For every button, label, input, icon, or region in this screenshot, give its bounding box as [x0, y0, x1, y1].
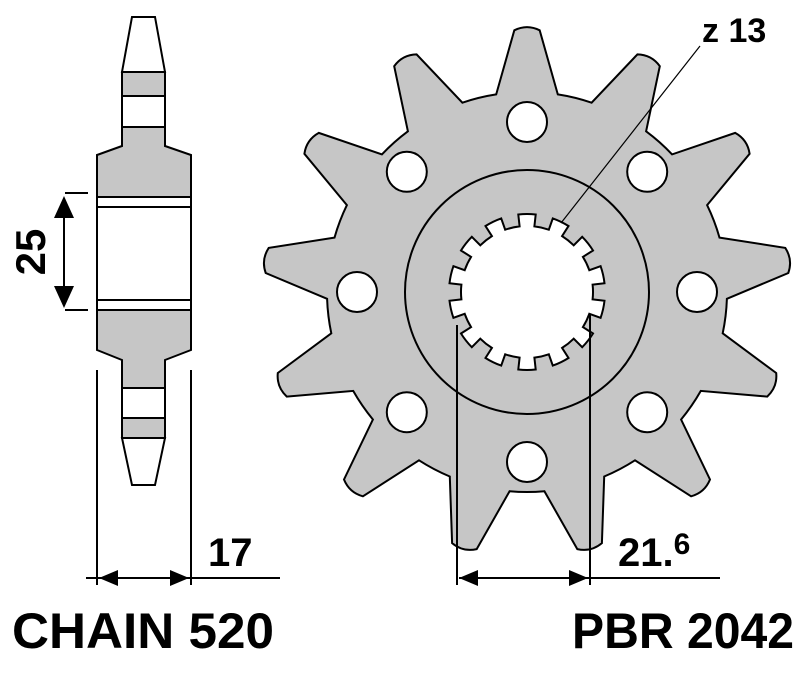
bolt-hole: [506, 441, 548, 483]
spline-dimension-value: 21.: [618, 531, 674, 575]
front-view: [262, 26, 792, 586]
spline-dimension-decimal: 6: [674, 528, 691, 561]
part-number: PBR 2042: [572, 603, 794, 659]
hub-width-label: 25: [7, 229, 54, 276]
bolt-hole: [626, 150, 669, 193]
bolt-hole: [385, 391, 428, 434]
bolt-hole: [676, 271, 718, 313]
spline-dimension-label: 21.6: [618, 528, 690, 575]
bolt-holes: [336, 101, 718, 483]
hub-circle: [404, 169, 650, 415]
spline-bore: [448, 213, 606, 371]
bolt-hole: [626, 391, 669, 434]
bolt-hole: [336, 271, 378, 313]
chain-label: CHAIN 520: [12, 603, 274, 659]
thickness-label: 17: [208, 531, 253, 575]
bolt-hole: [385, 150, 428, 193]
bolt-hole: [506, 101, 548, 143]
teeth-count-label: z 13: [702, 12, 766, 50]
side-view: [54, 16, 280, 586]
